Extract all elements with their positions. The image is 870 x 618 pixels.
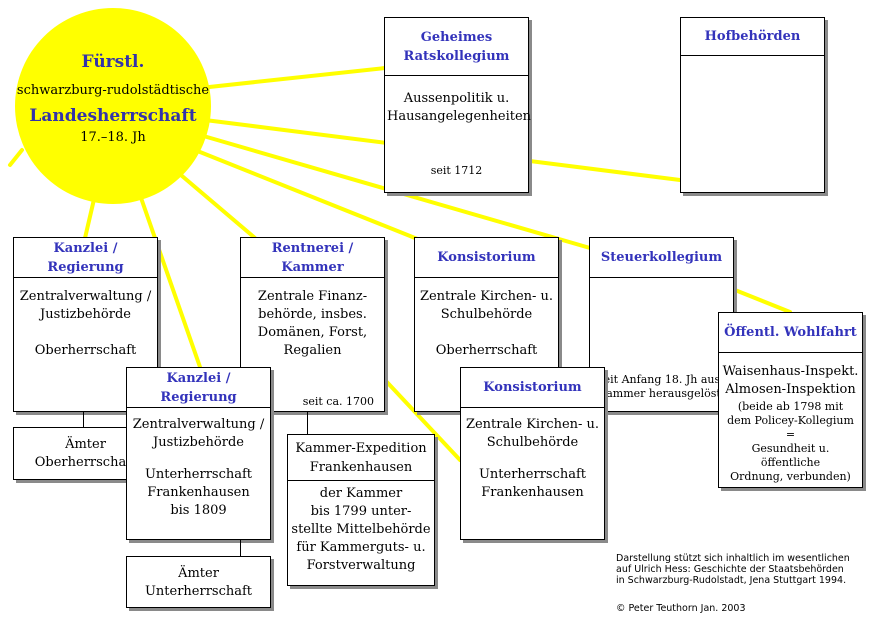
box-rentnerei-kammer: Rentnerei / Kammer Zentrale Finanz- behö… — [240, 237, 385, 412]
body-line5: bis 1809 — [170, 503, 227, 518]
note-line2: Kammer herausgelöst — [598, 387, 721, 400]
body-line2: Schulbehörde — [486, 435, 579, 450]
body-line3: Oberherrschaft — [435, 343, 538, 358]
ray-kammer-exp — [383, 378, 462, 462]
ray-rentnerei — [173, 168, 257, 240]
box-steuerkollegium: Steuerkollegium seit Anfang 18. Jh aus d… — [589, 237, 742, 412]
small-line2: dem Policey-Kollegium = — [727, 414, 854, 441]
body-line3: Domänen, Forst, — [257, 325, 368, 340]
small-line1: (beide ab 1798 mit — [737, 400, 844, 413]
box-title: Öffentl. Wohlfahrt — [719, 313, 862, 353]
ray-geheimes — [198, 66, 387, 90]
line2: Oberherrschaft — [34, 455, 137, 470]
body-line3: stellte Mittelbehörde — [291, 522, 431, 537]
box-title: Steuerkollegium — [590, 238, 733, 278]
line1: Ämter — [178, 566, 219, 581]
note-line1: seit Anfang 18. Jh aus der — [598, 373, 743, 386]
ray-left — [8, 148, 24, 167]
box-title: Geheimes Ratskollegium — [385, 18, 528, 76]
title-line1: Geheimes — [420, 29, 493, 45]
connector-aemter-unter — [240, 540, 241, 556]
box-title: Kanzlei / Regierung — [14, 238, 157, 278]
ray-konsist-ober — [193, 148, 422, 242]
body-line3: Unterherrschaft — [144, 467, 253, 482]
sun-line4: 17.–18. Jh — [80, 130, 146, 145]
line2: Unterherrschaft — [144, 584, 253, 599]
ray-kanzlei-unter — [138, 193, 202, 369]
box-title: Kammer-Expedition Frankenhausen — [288, 435, 434, 481]
body-line2: Hausangelegenheiten — [387, 109, 532, 124]
credit-line1: Darstellung stützt sich inhaltlich im we… — [616, 553, 850, 564]
connector-kammer-expedition — [307, 412, 308, 434]
body-line2: behörde, insbes. — [258, 307, 367, 322]
box-kanzlei-unterherrschaft: Kanzlei / Regierung Zentralverwaltung / … — [126, 367, 271, 540]
box-aemter-unterherrschaft: Ämter Unterherrschaft — [126, 556, 271, 608]
body-line2: bis 1799 unter- — [310, 504, 412, 519]
title-line2: Ratskollegium — [403, 48, 510, 64]
body-line1: Zentralverwaltung / — [132, 417, 265, 432]
box-hofbehoerden: Hofbehörden — [680, 17, 825, 193]
body-line1: Zentrale Finanz- — [257, 289, 368, 304]
box-title: Konsistorium — [461, 368, 604, 408]
body-line1: Waisenhaus-Inspekt. — [722, 364, 859, 379]
body-line4: Frankenhausen — [481, 485, 584, 500]
body-line1: Zentrale Kirchen- u. — [465, 417, 600, 432]
box-konsistorium-unterherrschaft: Konsistorium Zentrale Kirchen- u. Schulb… — [460, 367, 605, 540]
sun-line3: Landesherrschaft — [29, 106, 197, 126]
body-line2: Justizbehörde — [153, 435, 244, 450]
body-line2: Justizbehörde — [40, 307, 131, 322]
ray-wohlfahrt — [733, 288, 792, 314]
box-note: seit ca. 1700 — [302, 395, 374, 408]
box-title: Hofbehörden — [681, 18, 824, 56]
credit-line3: in Schwarzburg-Rudolstadt, Jena Stuttgar… — [616, 575, 847, 586]
body-line1: der Kammer — [319, 486, 403, 501]
body-line2: Almosen-Inspektion — [725, 382, 856, 397]
box-konsistorium-oberherrschaft: Konsistorium Zentrale Kirchen- u. Schulb… — [414, 237, 559, 412]
small-line3: Gesundheit u. öffentliche — [751, 442, 830, 469]
body-line4: für Kammerguts- u. — [296, 540, 426, 555]
box-aemter-oberherrschaft: Ämter Oberherrschaft — [13, 427, 158, 480]
body-line1: Aussenpolitik u. — [403, 91, 510, 106]
box-kammer-expedition: Kammer-Expedition Frankenhausen der Kamm… — [287, 434, 435, 586]
line1: Ämter — [65, 437, 106, 452]
sun-line1: Fürstl. — [81, 52, 145, 72]
body-line1: Zentrale Kirchen- u. — [419, 289, 554, 304]
source-credit: Darstellung stützt sich inhaltlich im we… — [616, 553, 850, 586]
title-line1: Kammer-Expedition — [295, 440, 427, 456]
copyright: © Peter Teuthorn Jan. 2003 — [616, 603, 746, 614]
body-line4: Regalien — [283, 343, 342, 358]
body-line3: Unterherrschaft — [478, 467, 587, 482]
body-line5: Forstverwaltung — [306, 558, 416, 573]
box-title: Rentnerei / Kammer — [241, 238, 384, 278]
box-title: Konsistorium — [415, 238, 558, 278]
box-oeffentl-wohlfahrt: Öffentl. Wohlfahrt Waisenhaus-Inspekt. A… — [718, 312, 863, 488]
body-line2: Schulbehörde — [440, 307, 533, 322]
credit-line2: auf Ulrich Hess: Geschichte der Staatsbe… — [616, 564, 844, 575]
box-note: seit 1712 — [430, 164, 483, 177]
body-line1: Zentralverwaltung / — [19, 289, 152, 304]
body-line4: Frankenhausen — [147, 485, 250, 500]
sun-landesherrschaft: Fürstl. schwarzburg-rudolstädtische Land… — [15, 8, 211, 204]
title-line2: Frankenhausen — [309, 459, 413, 475]
connector-aemter-ober — [83, 412, 84, 427]
small-line4: Ordnung, verbunden) — [730, 470, 851, 483]
box-geheimes-ratskollegium: Geheimes Ratskollegium Aussenpolitik u. … — [384, 17, 532, 193]
sun-line2: schwarzburg-rudolstädtische — [16, 83, 210, 98]
body-line3: Oberherrschaft — [34, 343, 137, 358]
box-title: Kanzlei / Regierung — [127, 368, 270, 408]
